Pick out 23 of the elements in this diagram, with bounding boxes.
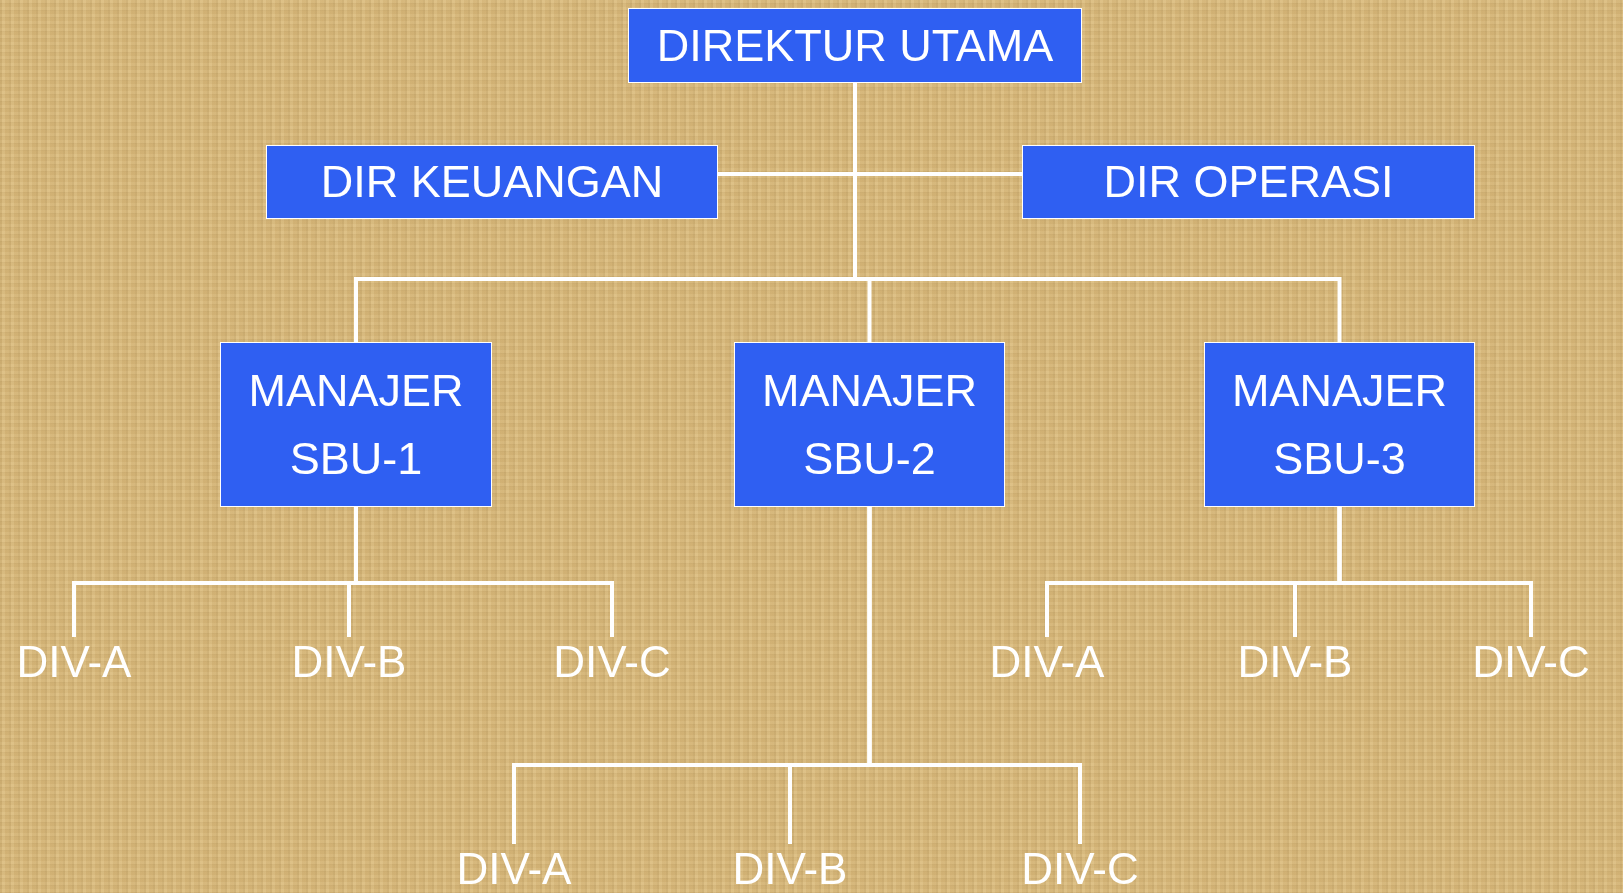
division-label: DIV-A (456, 842, 572, 893)
box-title: MANAJER SBU-2 (761, 364, 978, 486)
division-label: DIV-C (1472, 636, 1590, 688)
division-label: DIV-A (989, 636, 1105, 688)
division-label: DIV-A (16, 636, 132, 688)
division-label: DIV-C (553, 636, 671, 688)
box-title: DIREKTUR UTAMA (656, 18, 1054, 73)
division-label: DIV-B (1237, 636, 1353, 688)
org-box (628, 8, 1082, 83)
org-box (1022, 145, 1475, 219)
org-box (1204, 342, 1475, 507)
box-title: DIR OPERASI (1103, 155, 1394, 210)
box-title: MANAJER SBU-3 (1231, 364, 1448, 486)
box-title: DIR KEUANGAN (320, 155, 664, 210)
org-box (220, 342, 492, 507)
box-title: MANAJER SBU-1 (247, 364, 465, 486)
org-box (266, 145, 718, 219)
connector-line (867, 507, 1082, 844)
division-label: DIV-B (291, 636, 407, 688)
connector-line (1337, 507, 1533, 637)
division-label: DIV-C (1021, 842, 1139, 893)
division-label: DIV-B (732, 842, 848, 893)
org-box (734, 342, 1005, 507)
